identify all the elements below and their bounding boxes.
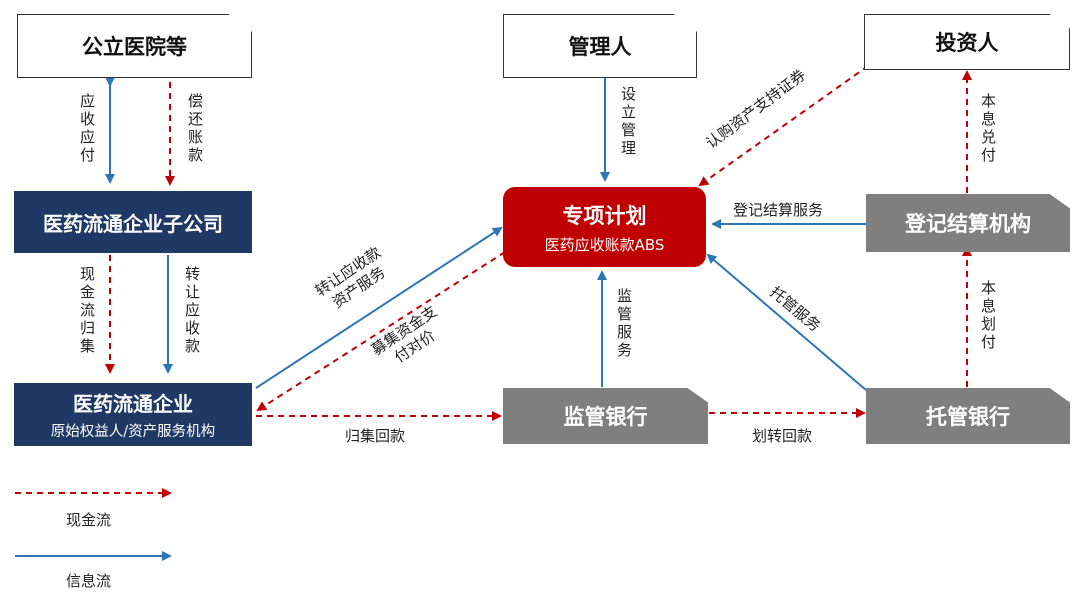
arrow-custody-service (706, 253, 867, 391)
node-investor: 投资人 (864, 14, 1070, 70)
label-principal-interest-pay: 本息兑付 (979, 93, 997, 165)
node-manager: 管理人 (503, 14, 697, 78)
node-hospital: 公立医院等 (17, 14, 252, 78)
node-registry: 登记结算机构 (866, 194, 1070, 252)
arrow-raise-funds (256, 251, 506, 412)
node-investor-label: 投资人 (935, 30, 999, 55)
label-setup-manage: 设立管理 (619, 86, 637, 158)
node-subsidiary-label: 医药流通企业子公司 (43, 211, 223, 236)
label-transfer-payment: 划转回款 (752, 427, 813, 445)
node-special-plan: 专项计划 医药应收账款ABS (503, 187, 706, 267)
label-principal-interest-transfer: 本息划付 (979, 280, 997, 352)
label-collect-payment: 归集回款 (345, 427, 406, 445)
node-supervising-bank-label: 监管银行 (563, 404, 648, 429)
node-supervising-bank: 监管银行 (503, 388, 708, 444)
arrow-transfer-receivables-service (255, 226, 503, 389)
node-enterprise-subtitle: 原始权益人/资产服务机构 (50, 424, 216, 440)
label-receivables-payable: 应收应付 (78, 93, 96, 165)
node-hospital-label: 公立医院等 (82, 34, 187, 59)
node-enterprise: 医药流通企业 原始权益人/资产服务机构 (14, 383, 252, 446)
node-custodian-bank: 托管银行 (866, 388, 1070, 444)
label-repay-accounts: 偿还账款 (186, 93, 204, 165)
node-special-plan-title: 专项计划 (562, 202, 647, 228)
arrow-subscribe (698, 65, 869, 187)
node-subsidiary: 医药流通企业子公司 (14, 191, 252, 253)
label-transfer-receivables: 转让应收款 (183, 266, 201, 356)
label-cash-collection: 现金流归集 (78, 266, 96, 356)
node-registry-label: 登记结算机构 (905, 211, 1031, 236)
node-manager-label: 管理人 (568, 34, 632, 59)
label-registry-service: 登记结算服务 (733, 201, 824, 219)
legend-info-flow-label: 信息流 (66, 572, 112, 590)
label-supervision-service: 监管服务 (615, 288, 633, 360)
node-enterprise-title: 医药流通企业 (73, 392, 193, 416)
node-custodian-bank-label: 托管银行 (926, 404, 1010, 429)
legend-cash-flow-label: 现金流 (66, 511, 112, 529)
node-special-plan-subtitle: 医药应收账款ABS (544, 235, 665, 254)
